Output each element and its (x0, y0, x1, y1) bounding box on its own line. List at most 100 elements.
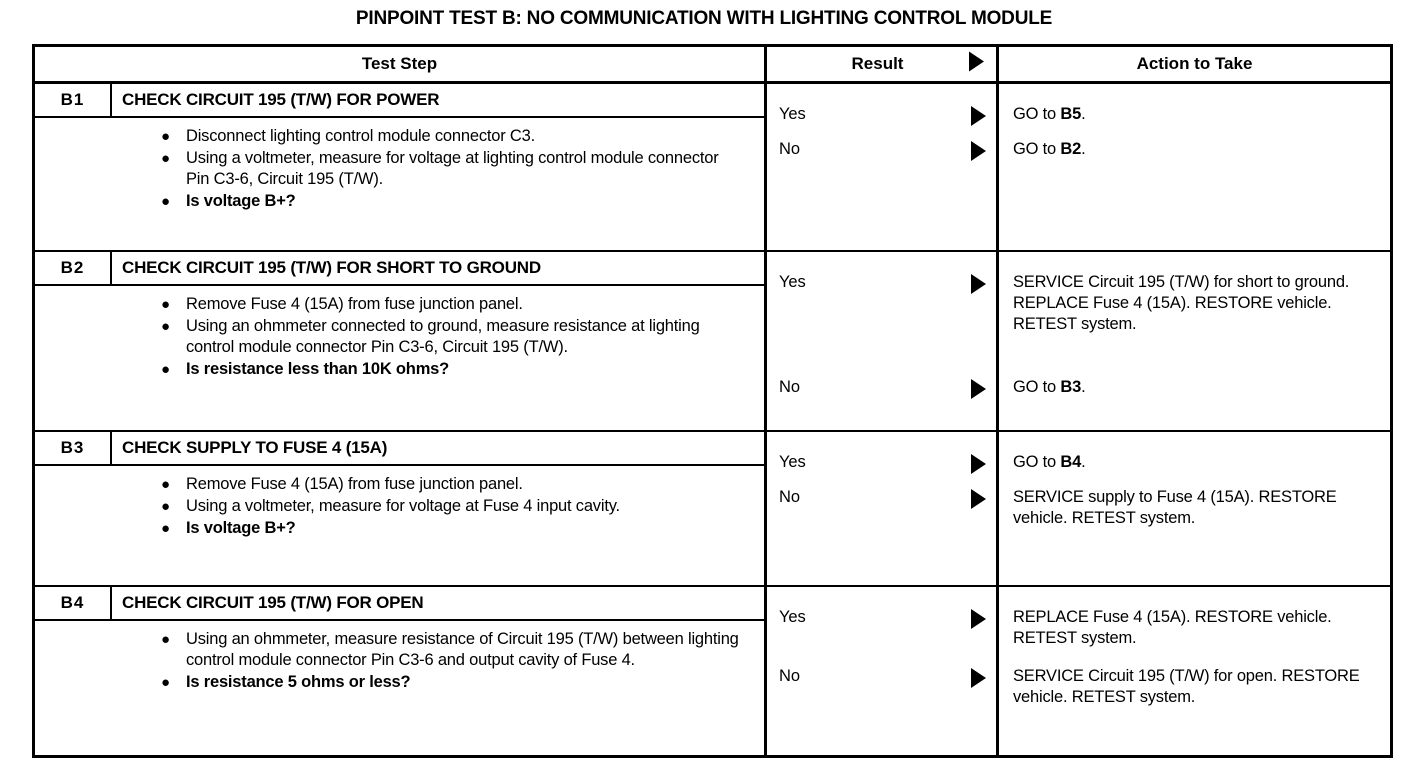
right-triangle-icon (971, 141, 986, 161)
result-label: No (779, 667, 800, 685)
result-row: Yes (779, 104, 986, 126)
bullet-icon (139, 126, 186, 147)
action-text: GO to B2. (1013, 140, 1086, 158)
header-label-action: Action to Take (1136, 54, 1253, 73)
test-step-block: B3 CHECK SUPPLY TO FUSE 4 (15A) Remove Fus… (35, 430, 764, 585)
test-step-instruction: Using an ohmmeter connected to ground, m… (35, 316, 756, 358)
test-step-title-row: B2 CHECK CIRCUIT 195 (T/W) FOR SHORT TO G… (35, 252, 764, 286)
action-text: GO to B3. (1013, 378, 1086, 396)
bullet-icon (139, 191, 186, 212)
test-step-instruction: Is resistance less than 10K ohms? (35, 359, 756, 380)
instruction-text: Using an ohmmeter, measure resistance of… (186, 630, 739, 669)
result-row: Yes (779, 452, 986, 474)
right-triangle-icon (971, 379, 986, 399)
instruction-text: Is voltage B+? (186, 192, 296, 210)
test-step-instruction-list: Disconnect lighting control module conne… (35, 118, 764, 221)
action-block: SERVICE Circuit 195 (T/W) for short to g… (999, 250, 1390, 430)
right-triangle-icon (971, 454, 986, 474)
test-step-instruction-list: Using an ohmmeter, measure resistance of… (35, 621, 764, 702)
bullet-icon (139, 629, 186, 650)
right-triangle-icon (969, 51, 984, 77)
test-step-block: B4 CHECK CIRCUIT 195 (T/W) FOR OPEN Using … (35, 585, 764, 702)
table-header-row: Test Step Result Action to Take (35, 47, 1390, 84)
result-label: Yes (779, 608, 806, 626)
test-step-id: B2 (35, 252, 112, 284)
right-triangle-icon (971, 274, 986, 294)
test-step-title: CHECK SUPPLY TO FUSE 4 (15A) (122, 438, 388, 457)
action-text: SERVICE supply to Fuse 4 (15A). RESTORE … (1013, 488, 1337, 527)
action-text: SERVICE Circuit 195 (T/W) for open. REST… (1013, 667, 1360, 706)
test-step-block: B2 CHECK CIRCUIT 195 (T/W) FOR SHORT TO G… (35, 250, 764, 430)
column-action-to-take: GO to B5. GO to B2. SERVICE Circuit 195 (T… (996, 84, 1390, 755)
header-label-test-step: Test Step (361, 54, 438, 73)
instruction-text: Using an ohmmeter connected to ground, m… (186, 317, 700, 356)
test-step-instruction: Using a voltmeter, measure for voltage a… (35, 148, 756, 190)
right-triangle-icon (971, 106, 986, 126)
bullet-icon (139, 359, 186, 380)
action-text: GO to B5. (1013, 105, 1086, 123)
test-step-id: B3 (35, 432, 112, 464)
test-step-instruction: Using a voltmeter, measure for voltage a… (35, 496, 756, 517)
result-row: No (779, 377, 986, 399)
instruction-text: Is resistance less than 10K ohms? (186, 360, 450, 378)
test-step-title: CHECK CIRCUIT 195 (T/W) FOR SHORT TO GRO… (122, 258, 541, 277)
test-step-instruction: Is voltage B+? (35, 191, 756, 212)
instruction-text: Is resistance 5 ohms or less? (186, 673, 411, 691)
test-step-instruction: Disconnect lighting control module conne… (35, 126, 756, 147)
right-triangle-icon (971, 489, 986, 509)
test-step-instruction: Remove Fuse 4 (15A) from fuse junction p… (35, 294, 756, 315)
result-label: No (779, 378, 800, 396)
header-cell-result: Result (764, 47, 996, 81)
bullet-icon (139, 496, 186, 517)
result-label: Yes (779, 453, 806, 471)
action-text: SERVICE Circuit 195 (T/W) for short to g… (1013, 273, 1350, 333)
action-block: GO to B5. GO to B2. (999, 84, 1390, 250)
test-step-title: CHECK CIRCUIT 195 (T/W) FOR POWER (122, 90, 440, 109)
result-label: No (779, 488, 800, 506)
instruction-text: Remove Fuse 4 (15A) from fuse junction p… (186, 295, 523, 313)
test-step-instruction-list: Remove Fuse 4 (15A) from fuse junction p… (35, 466, 764, 548)
result-label: Yes (779, 273, 806, 291)
test-step-title-row: B3 CHECK SUPPLY TO FUSE 4 (15A) (35, 432, 764, 466)
instruction-text: Using a voltmeter, measure for voltage a… (186, 149, 719, 188)
bullet-icon (139, 316, 186, 337)
header-cell-test-step: Test Step (35, 47, 764, 81)
result-row: No (779, 666, 986, 688)
test-step-instruction-list: Remove Fuse 4 (15A) from fuse junction p… (35, 286, 764, 389)
bullet-icon (139, 518, 186, 539)
bullet-icon (139, 474, 186, 495)
test-step-instruction: Is voltage B+? (35, 518, 756, 539)
action-text: REPLACE Fuse 4 (15A). RESTORE vehicle. R… (1013, 608, 1332, 647)
result-row: No (779, 139, 986, 161)
test-step-instruction: Using an ohmmeter, measure resistance of… (35, 629, 756, 671)
result-label: Yes (779, 105, 806, 123)
test-step-instruction: Is resistance 5 ohms or less? (35, 672, 756, 693)
instruction-text: Is voltage B+? (186, 519, 296, 537)
page-title: PINPOINT TEST B: NO COMMUNICATION WITH L… (355, 8, 1053, 29)
instruction-text: Using a voltmeter, measure for voltage a… (186, 497, 620, 515)
right-triangle-icon (971, 668, 986, 688)
test-step-id: B4 (35, 587, 112, 619)
result-row: Yes (779, 607, 986, 629)
header-label-result: Result (851, 54, 904, 73)
result-row: Yes (779, 272, 986, 294)
instruction-text: Disconnect lighting control module conne… (186, 127, 536, 145)
action-block: GO to B4.SERVICE supply to Fuse 4 (15A).… (999, 430, 1390, 585)
test-step-instruction: Remove Fuse 4 (15A) from fuse junction p… (35, 474, 756, 495)
action-block: REPLACE Fuse 4 (15A). RESTORE vehicle. R… (999, 585, 1390, 706)
right-triangle-icon (971, 609, 986, 629)
test-step-title-row: B4 CHECK CIRCUIT 195 (T/W) FOR OPEN (35, 587, 764, 621)
bullet-icon (139, 672, 186, 693)
test-step-title: CHECK CIRCUIT 195 (T/W) FOR OPEN (122, 593, 424, 612)
instruction-text: Remove Fuse 4 (15A) from fuse junction p… (186, 475, 523, 493)
result-row: No (779, 487, 986, 509)
